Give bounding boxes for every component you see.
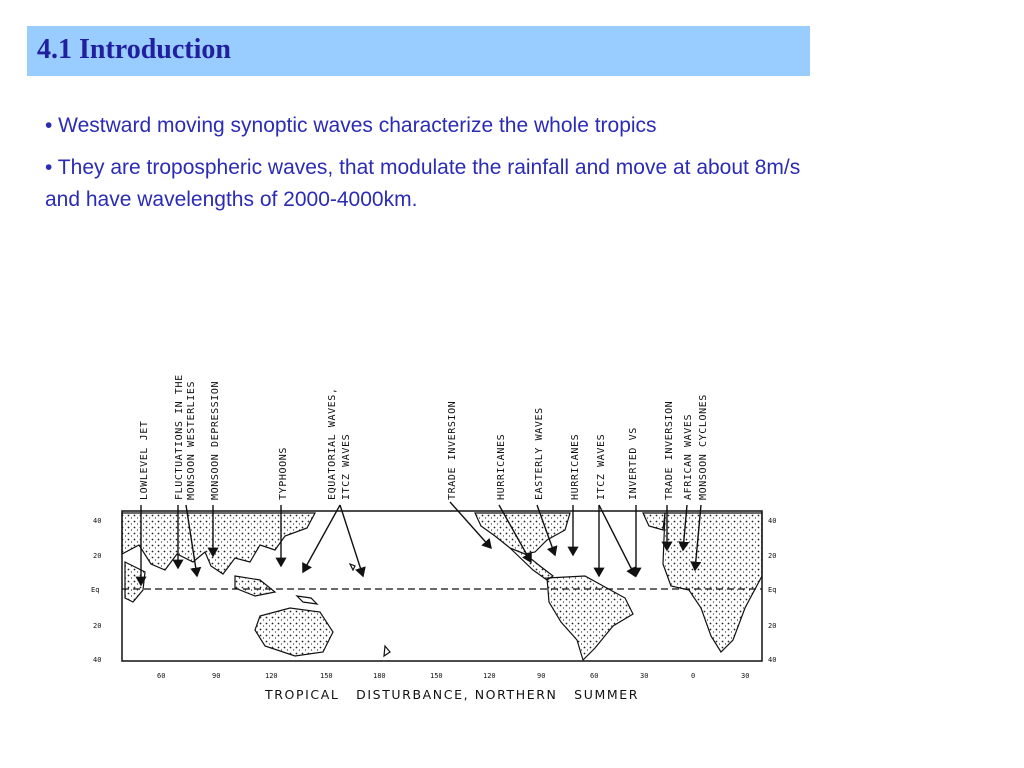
label-monsoon-cyclones: MONSOON CYCLONES (698, 394, 709, 500)
svg-text:150: 150 (320, 672, 333, 680)
bullet-list: • Westward moving synoptic waves charact… (45, 110, 815, 226)
label-equatorial-waves: EQUATORIAL WAVES, (327, 387, 338, 500)
tropical-disturbance-figure: LOWLEVEL JET FLUCTUATIONS IN THE MONSOON… (85, 340, 810, 710)
svg-text:120: 120 (265, 672, 278, 680)
svg-text:40: 40 (93, 656, 101, 664)
bullet-item: • They are tropospheric waves, that modu… (45, 156, 801, 211)
label-hurricanes-1: HURRICANES (496, 434, 507, 500)
world-map-diagram: LOWLEVEL JET FLUCTUATIONS IN THE MONSOON… (91, 374, 776, 702)
svg-text:30: 30 (640, 672, 648, 680)
svg-text:90: 90 (212, 672, 220, 680)
arabia-india (124, 561, 146, 603)
svg-text:Eq: Eq (91, 586, 99, 594)
svg-text:60: 60 (157, 672, 165, 680)
europe-africa (662, 512, 763, 653)
label-fluctuations-1: FLUCTUATIONS IN THE (174, 374, 185, 500)
bullet-item: • Westward moving synoptic waves charact… (45, 114, 657, 137)
label-hurricanes-2: HURRICANES (570, 434, 581, 500)
longitude-tick-labels: 60 90 120 150 180 150 120 90 60 30 0 30 (157, 672, 749, 680)
label-trade-inversion-1: TRADE INVERSION (447, 401, 458, 500)
svg-text:20: 20 (768, 552, 776, 560)
svg-text:40: 40 (768, 656, 776, 664)
svg-text:20: 20 (93, 622, 101, 630)
australia (254, 607, 334, 657)
svg-text:180: 180 (373, 672, 386, 680)
slide-title: 4.1 Introduction (37, 34, 231, 65)
svg-text:0: 0 (691, 672, 695, 680)
svg-text:20: 20 (768, 622, 776, 630)
continents (121, 512, 763, 662)
svg-text:20: 20 (93, 552, 101, 560)
label-trade-inversion-2: TRADE INVERSION (664, 401, 675, 500)
south-america (546, 575, 634, 662)
svg-text:40: 40 (93, 517, 101, 525)
label-lowlevel-jet: LOWLEVEL JET (139, 421, 150, 500)
svg-text:60: 60 (590, 672, 598, 680)
label-easterly-waves: EASTERLY WAVES (534, 407, 545, 500)
asia-landmass (121, 512, 316, 575)
svg-text:30: 30 (741, 672, 749, 680)
svg-text:Eq: Eq (768, 586, 776, 594)
svg-text:150: 150 (430, 672, 443, 680)
phenomenon-labels: LOWLEVEL JET FLUCTUATIONS IN THE MONSOON… (139, 374, 709, 500)
latitude-tick-labels-right: 40 20 Eq 20 40 (768, 517, 776, 664)
greenland-area (642, 512, 666, 531)
arrows (135, 501, 702, 587)
latitude-tick-labels-left: 40 20 Eq 20 40 (91, 517, 101, 664)
figure-caption: TROPICAL DISTURBANCE, NORTHERN SUMMER (264, 687, 639, 702)
label-african-waves: AFRICAN WAVES (683, 414, 694, 500)
label-typhoons: TYPHOONS (278, 447, 289, 500)
label-fluctuations-2: MONSOON WESTERLIES (186, 381, 197, 500)
label-monsoon-depression: MONSOON DEPRESSION (210, 381, 221, 500)
map-frame (121, 510, 763, 662)
svg-text:120: 120 (483, 672, 496, 680)
se-asia-islands (234, 575, 277, 597)
svg-text:40: 40 (768, 517, 776, 525)
label-inverted-vs: INVERTED VS (628, 427, 639, 500)
svg-text:90: 90 (537, 672, 545, 680)
label-itcz-waves-1: ITCZ WAVES (341, 434, 352, 500)
label-itcz-waves-2: ITCZ WAVES (596, 434, 607, 500)
title-bar: 4.1 Introduction (27, 26, 810, 76)
